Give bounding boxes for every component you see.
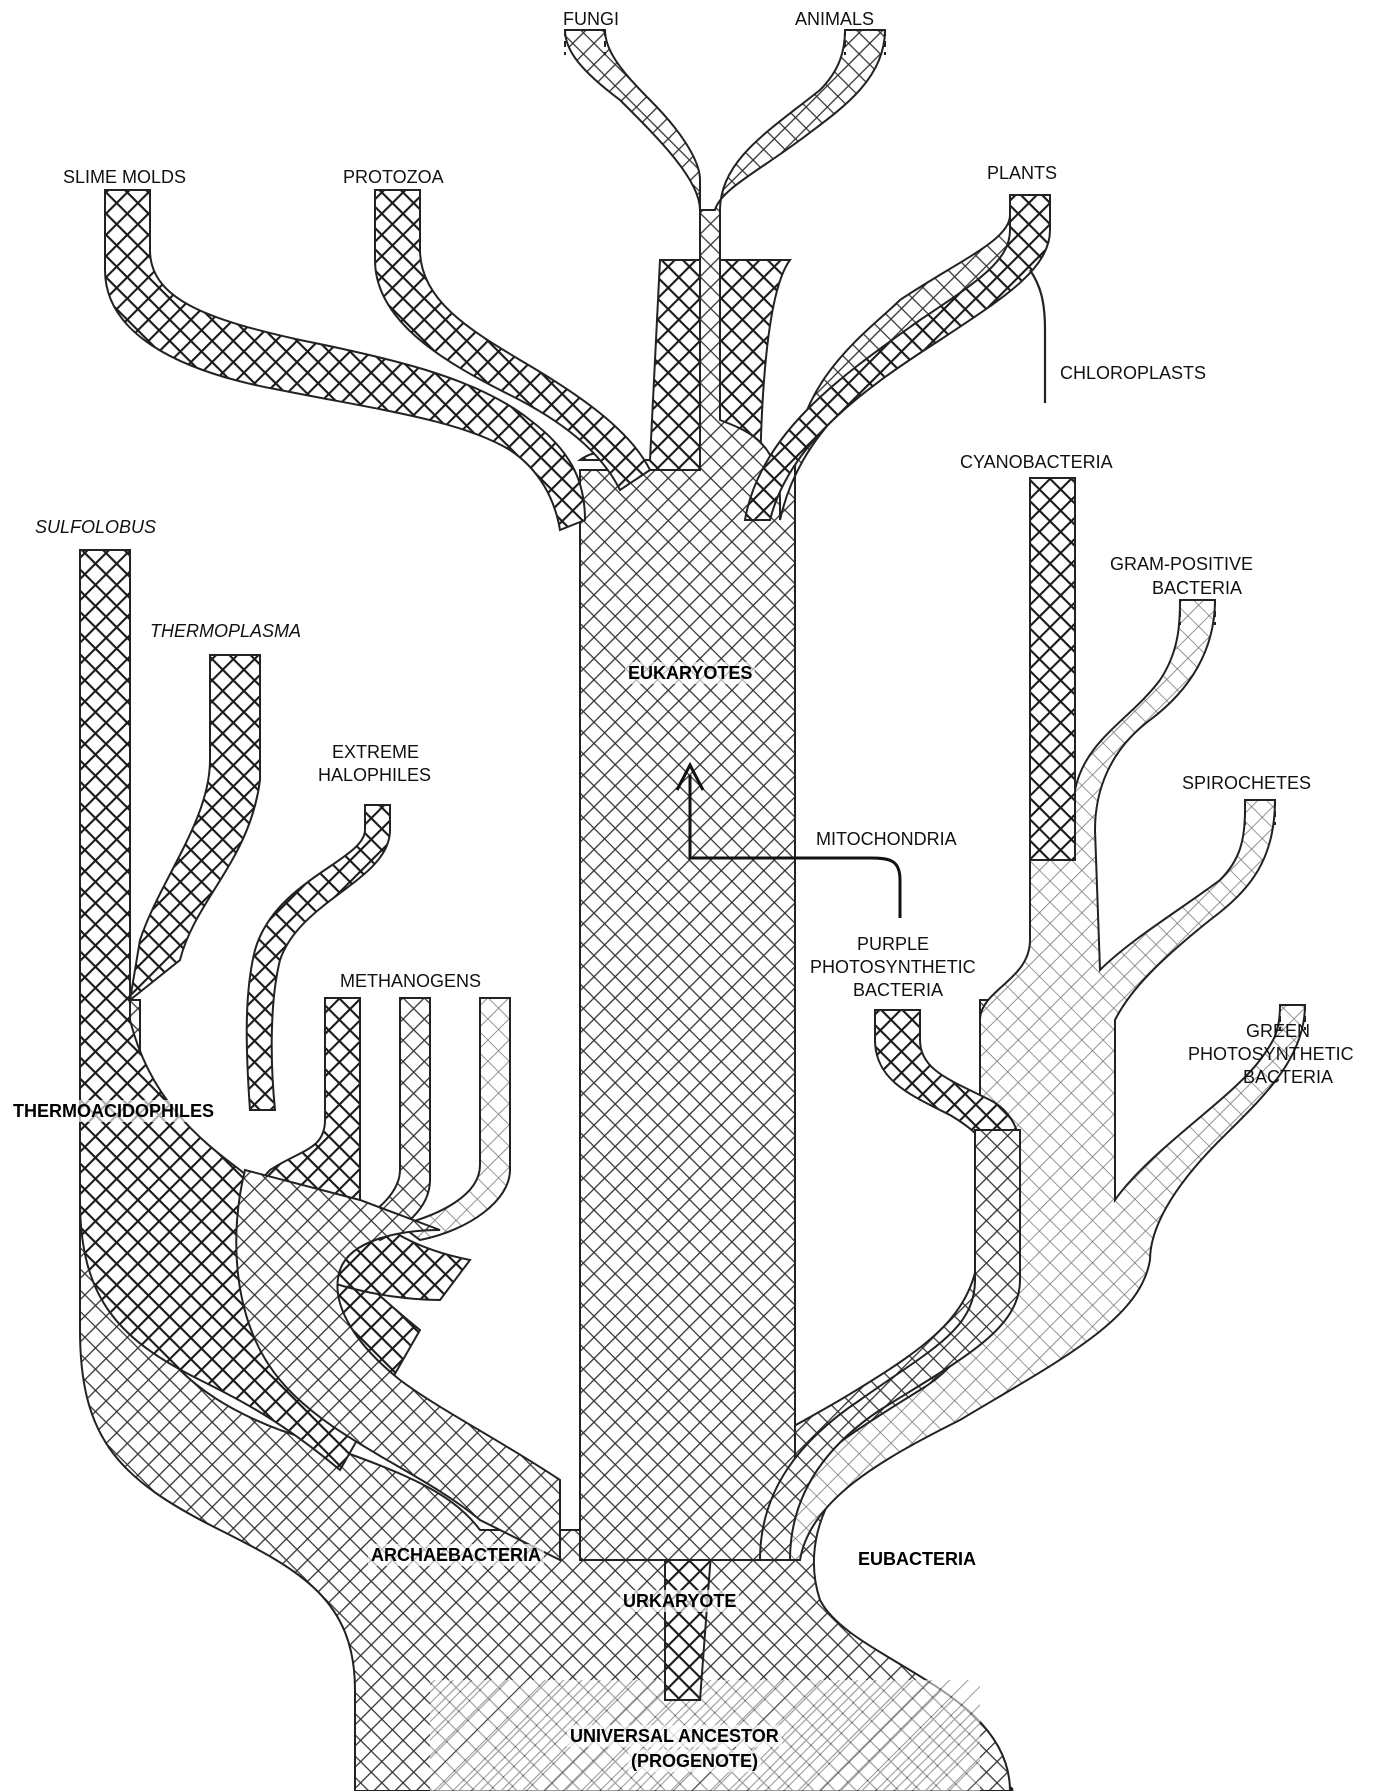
group-label-progenote: (PROGENOTE) xyxy=(628,1750,761,1772)
leaf-label-animals: ANIMALS xyxy=(795,8,874,30)
group-label-eubacteria: EUBACTERIA xyxy=(855,1548,979,1570)
leaf-label-gram-positive-line2: BACTERIA xyxy=(1152,577,1242,599)
leaf-label-green-line3: BACTERIA xyxy=(1243,1066,1333,1088)
leaf-label-extreme-halophiles-line1: EXTREME xyxy=(332,741,419,763)
leaf-label-purple-line3: BACTERIA xyxy=(853,979,943,1001)
leaf-label-cyanobacteria: CYANOBACTERIA xyxy=(960,451,1113,473)
leaf-label-spirochetes: SPIROCHETES xyxy=(1182,772,1311,794)
label-mitochondria: MITOCHONDRIA xyxy=(816,828,957,850)
leaf-label-extreme-halophiles-line2: HALOPHILES xyxy=(318,764,431,786)
eubacteria-branch xyxy=(760,478,1305,1560)
leaf-label-slime-molds: SLIME MOLDS xyxy=(63,166,186,188)
leaf-label-gram-positive-line1: GRAM-POSITIVE xyxy=(1110,553,1253,575)
group-label-urkaryote: URKARYOTE xyxy=(620,1590,739,1612)
group-label-universal-ancestor: UNIVERSAL ANCESTOR xyxy=(567,1725,782,1747)
leaf-label-protozoa: PROTOZOA xyxy=(343,166,444,188)
group-label-archaebacteria: ARCHAEBACTERIA xyxy=(368,1544,544,1566)
chloroplasts-connector xyxy=(1030,270,1045,403)
leaf-label-fungi: FUNGI xyxy=(563,8,619,30)
group-label-eukaryotes: EUKARYOTES xyxy=(625,662,755,684)
leaf-label-purple-line1: PURPLE xyxy=(857,933,929,955)
leaf-label-green-line1: GREEN xyxy=(1246,1020,1310,1042)
group-label-thermoacidophiles: THERMOACIDOPHILES xyxy=(10,1100,217,1122)
label-chloroplasts: CHLOROPLASTS xyxy=(1060,362,1206,384)
leaf-label-thermoplasma: THERMOPLASMA xyxy=(150,620,301,642)
leaf-label-sulfolobus: SULFOLOBUS xyxy=(35,516,156,538)
leaf-label-green-line2: PHOTOSYNTHETIC xyxy=(1188,1043,1354,1065)
leaf-label-purple-line2: PHOTOSYNTHETIC xyxy=(810,956,976,978)
leaf-label-methanogens: METHANOGENS xyxy=(340,970,481,992)
leaf-label-plants: PLANTS xyxy=(987,162,1057,184)
